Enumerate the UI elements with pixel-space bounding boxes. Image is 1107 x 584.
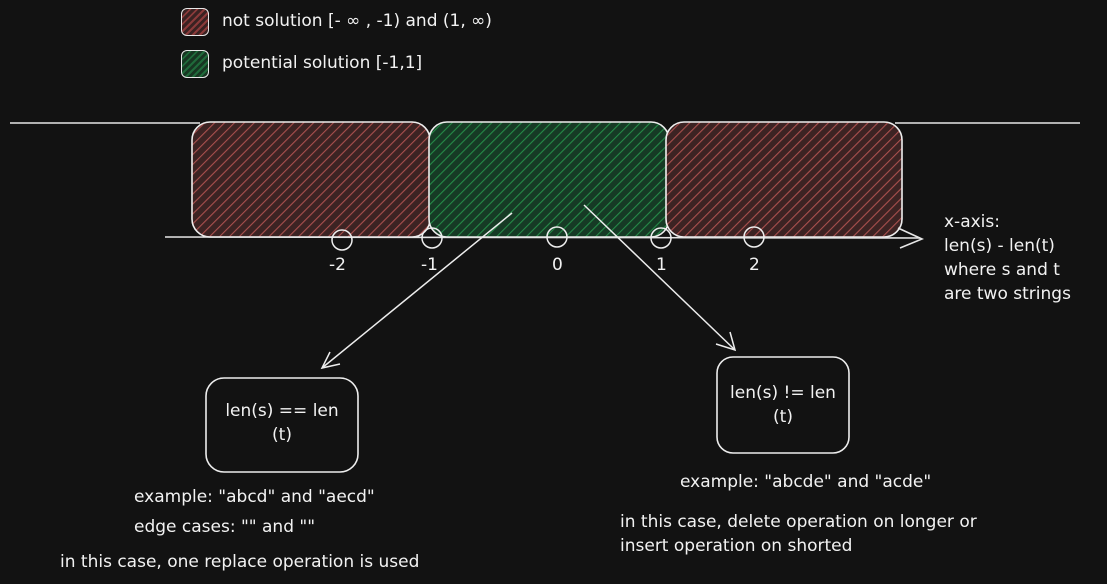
right-case-text-line-2: insert operation on shorted <box>620 536 853 556</box>
axis-caption-line-3: where s and t <box>944 260 1060 280</box>
tick-label-0: 0 <box>552 255 563 275</box>
x-axis-arrowhead <box>897 227 925 249</box>
left-box-line-2: (t) <box>272 425 292 445</box>
left-case-text: in this case, one replace operation is u… <box>60 552 420 572</box>
tick-label-2: 2 <box>749 255 760 275</box>
arrow-to-right-box <box>583 204 736 351</box>
region-not-solution-left <box>191 121 431 238</box>
arrow-to-left-box-head <box>320 351 341 370</box>
left-example-text: example: "abcd" and "aecd" <box>134 487 375 507</box>
tick-label-1: 1 <box>656 255 667 275</box>
right-box-line-2: (t) <box>773 407 793 427</box>
tick-label-minus2: -2 <box>329 255 346 275</box>
left-condition-box <box>205 377 359 473</box>
region-not-solution-right <box>665 121 903 238</box>
tick-label-minus1: -1 <box>421 255 438 275</box>
right-condition-box <box>716 356 850 454</box>
arrow-to-right-box-head <box>715 331 737 352</box>
right-box-line-1: len(s) != len <box>730 383 836 403</box>
legend-potential-solution-swatch <box>181 50 209 78</box>
left-edge-cases-text: edge cases: "" and "" <box>134 517 316 537</box>
tick-circle-minus1 <box>421 227 443 249</box>
legend-potential-solution-label: potential solution [-1,1] <box>222 53 423 73</box>
left-box-line-1: len(s) == len <box>225 401 339 421</box>
region-potential-solution <box>428 121 670 238</box>
tick-circle-0 <box>546 226 568 248</box>
right-case-text-line-1: in this case, delete operation on longer… <box>620 512 977 532</box>
legend-not-solution-label: not solution [- ∞ , -1) and (1, ∞) <box>222 11 492 31</box>
arrow-to-left-box <box>321 212 513 369</box>
right-example-text: example: "abcde" and "acde" <box>680 472 932 492</box>
tick-circle-2 <box>743 226 765 248</box>
legend-not-solution-swatch <box>181 8 209 36</box>
tick-circle-minus2 <box>331 229 353 251</box>
axis-caption-line-1: x-axis: <box>944 212 1000 232</box>
x-axis-line <box>164 236 921 239</box>
tick-circle-1 <box>650 227 672 249</box>
axis-caption-line-4: are two strings <box>944 284 1071 304</box>
axis-caption-line-2: len(s) - len(t) <box>944 236 1055 256</box>
